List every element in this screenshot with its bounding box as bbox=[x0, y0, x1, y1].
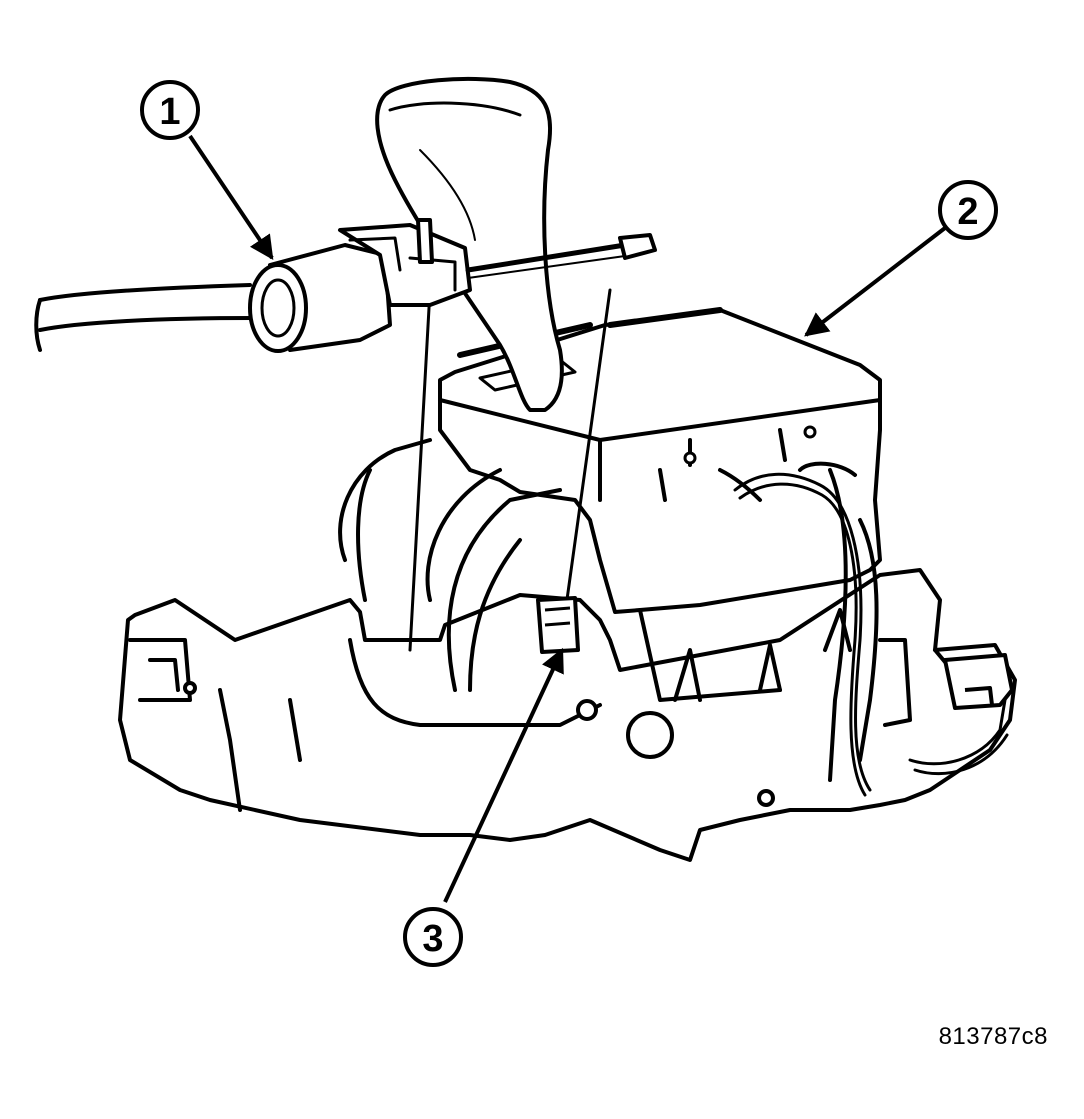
leader-lines bbox=[188, 134, 947, 903]
leader-1 bbox=[188, 134, 274, 260]
leader-2 bbox=[804, 226, 947, 337]
leader-3 bbox=[443, 647, 564, 903]
callout-1: 1 bbox=[140, 80, 200, 140]
callout-2-label: 2 bbox=[957, 191, 978, 233]
mounting-holes bbox=[183, 425, 817, 807]
wiring-harness bbox=[733, 472, 1009, 797]
harness-connector bbox=[943, 653, 1014, 710]
lever-connector bbox=[536, 596, 580, 654]
shift-lever bbox=[375, 76, 612, 652]
callout-2: 2 bbox=[938, 180, 998, 240]
shifter-base bbox=[118, 307, 1017, 862]
callout-3-label: 3 bbox=[422, 918, 443, 960]
interlock-solenoid bbox=[34, 218, 657, 353]
callout-1-label: 1 bbox=[159, 91, 180, 133]
callout-3: 3 bbox=[403, 907, 463, 967]
figure-id: 813787c8 bbox=[938, 1023, 1048, 1050]
